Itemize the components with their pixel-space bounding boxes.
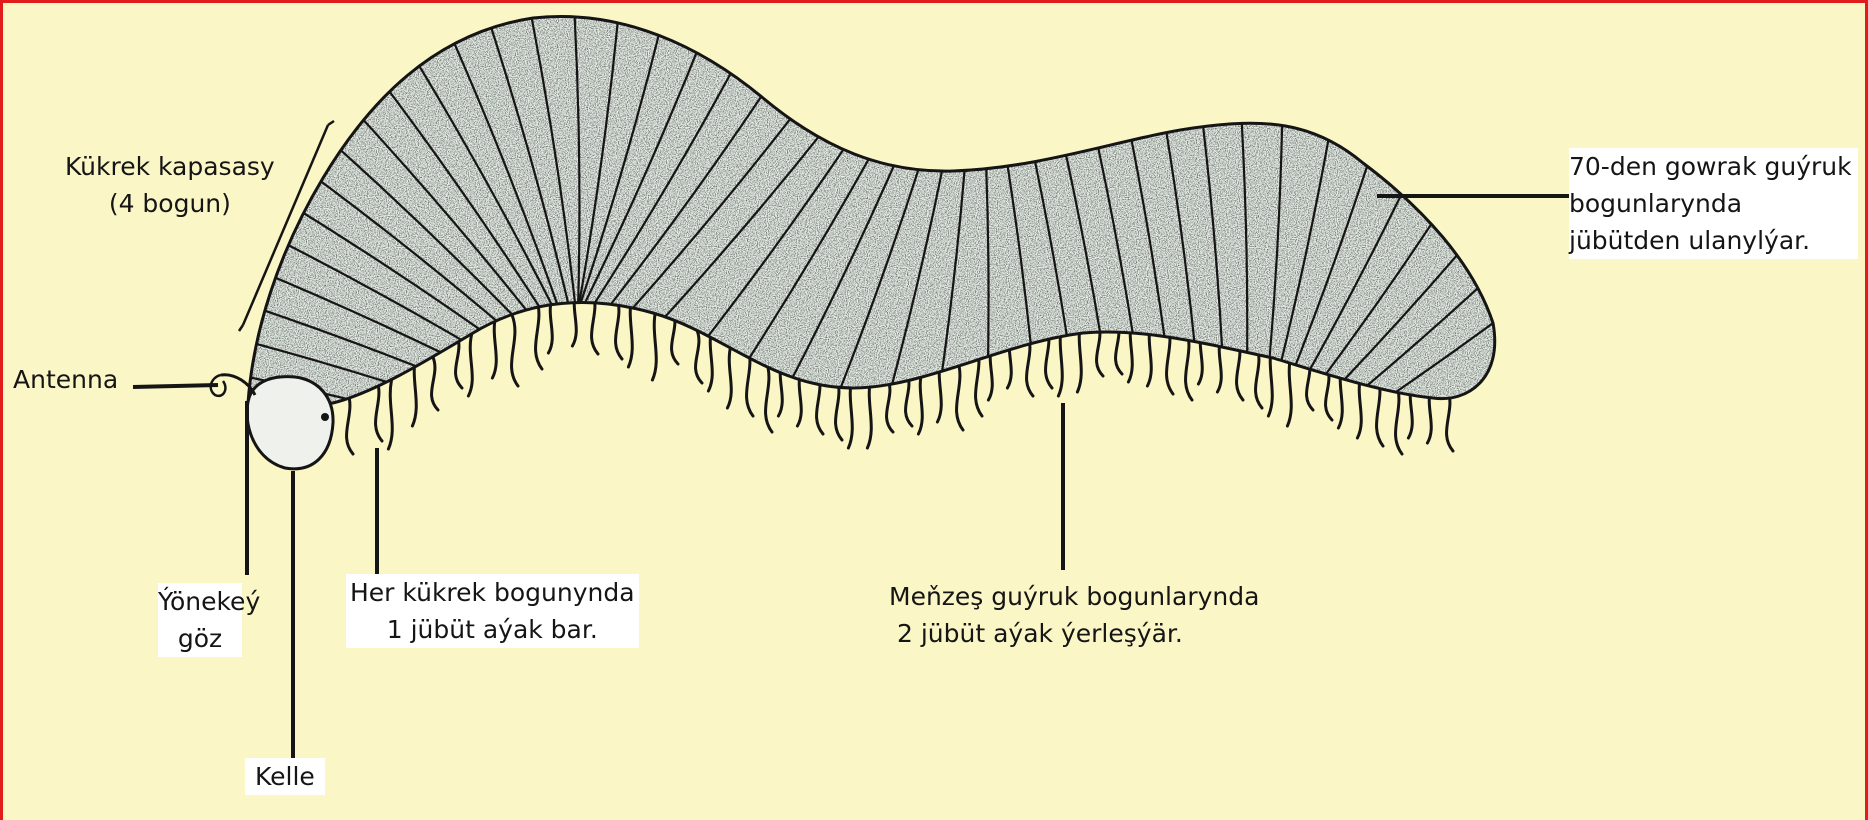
diagram-frame: Kükrek kapasasy (4 bogun) Antenna Ýöneke… <box>3 3 1865 820</box>
millipede-diagram <box>3 3 1865 820</box>
leg <box>432 355 438 410</box>
leg <box>727 345 731 408</box>
leg <box>918 371 922 434</box>
abdomen-label-line2: bogunlarynda <box>1569 185 1852 222</box>
simple-eye-label-line2: göz <box>158 620 242 657</box>
simple-eye-label: Ýönekeý göz <box>158 583 242 657</box>
leg <box>388 378 392 449</box>
leg <box>957 359 963 430</box>
leg <box>1287 355 1291 426</box>
thorax-label: Kükrek kapasasy (4 bogun) <box>65 148 275 222</box>
abdomen-label-line1: 70-den gowrak guýruk <box>1569 148 1852 185</box>
leg <box>766 361 772 432</box>
simple-eye-label-line1: Ýönekeý <box>158 583 242 620</box>
leg <box>696 328 702 383</box>
leg <box>468 333 472 396</box>
antenna-label: Antenna <box>13 361 118 398</box>
leg <box>347 391 353 454</box>
abdomen-label-line3: jübütden ulanylýar. <box>1569 222 1852 259</box>
abdomen-label: 70-den gowrak guýruk bogunlarynda jübütd… <box>1569 148 1858 259</box>
thorax-label-line2: (4 bogun) <box>65 185 275 222</box>
abdomen-legs-label: Meňzeş guýruk bogunlarynda 2 jübüt aýak … <box>889 578 1259 652</box>
millipede-head <box>211 375 333 469</box>
leg <box>512 315 518 386</box>
thorax-legs-label-line1: Her kükrek bogunynda <box>350 574 635 611</box>
eye-dot <box>321 413 329 421</box>
abdomen-legs-label-line1: Meňzeş guýruk bogunlarynda <box>889 578 1259 615</box>
antenna-leader <box>133 385 218 387</box>
head-label: Kelle <box>245 758 325 795</box>
thorax-legs-label-line2: 1 jübüt aýak bar. <box>350 611 635 648</box>
leg <box>492 315 496 378</box>
thorax-legs-label: Her kükrek bogunynda 1 jübüt aýak bar. <box>346 574 639 648</box>
abdomen-legs-label-line2: 2 jübüt aýak ýerleşýär. <box>889 615 1259 652</box>
thorax-label-line1: Kükrek kapasasy <box>65 148 275 185</box>
leg <box>652 309 656 380</box>
